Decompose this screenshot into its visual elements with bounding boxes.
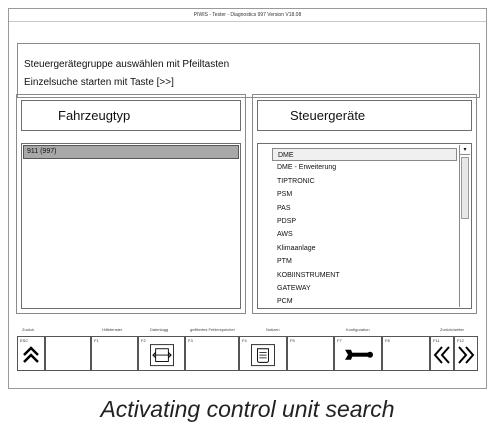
- vehicle-type-panel: Fahrzeugtyp 911 (997): [16, 94, 246, 314]
- double-chevron-up-icon: [23, 345, 39, 363]
- f6-key-number: F7: [337, 338, 342, 343]
- f1-key-label: Hilfefenster: [102, 327, 123, 332]
- instruction-line-search: Einzelsuche starten mit Taste [>>]: [24, 77, 174, 88]
- f3-key-button[interactable]: F3: [185, 336, 239, 371]
- control-unit-item[interactable]: PCM: [277, 298, 293, 306]
- scroll-thumb[interactable]: [461, 157, 469, 219]
- control-unit-item[interactable]: DME: [272, 148, 457, 162]
- control-unit-items: DME DME - Erweiterung TIPTRONIC PSM PAS …: [272, 144, 457, 308]
- double-chevron-right-icon: [458, 345, 475, 364]
- f11-key-label: Zurück/weiter: [440, 327, 465, 332]
- f2-key-label: Datenlogg: [150, 327, 169, 332]
- function-key-bar: Zurück Hilfefenster Datenlogg gefilterte…: [8, 325, 487, 377]
- f8-key-button[interactable]: F8: [382, 336, 430, 371]
- control-unit-item[interactable]: DME - Erweiterung: [277, 164, 337, 172]
- esc-key-label: Zurück: [22, 327, 35, 332]
- control-unit-item[interactable]: TIPTRONIC: [277, 177, 315, 185]
- f4-notes-button[interactable]: F4: [239, 336, 287, 371]
- control-unit-header: Steuergeräte: [257, 100, 472, 131]
- f5-key-number: F5: [290, 338, 295, 343]
- control-unit-item[interactable]: KOBIINSTRUMENT: [277, 271, 340, 279]
- vehicle-type-list[interactable]: 911 (997): [21, 143, 241, 309]
- figure-caption: Activating control unit search: [100, 396, 395, 422]
- control-unit-item[interactable]: PDSP: [277, 217, 297, 225]
- control-unit-list[interactable]: DME DME - Erweiterung TIPTRONIC PSM PAS …: [257, 143, 472, 309]
- control-unit-item[interactable]: AWS: [277, 231, 293, 239]
- f2-datalog-button[interactable]: F2: [138, 336, 185, 371]
- f1-key-number: F1: [94, 338, 99, 343]
- window-title: PIWIS - Tester - Diagnostics 997 Version…: [9, 9, 486, 22]
- wrench-icon: [345, 349, 373, 360]
- datalog-transfer-icon: [149, 343, 174, 366]
- forward-search-button[interactable]: F12: [454, 336, 478, 371]
- f3-key-label: gefiltertes Fehlerspeicher: [190, 327, 235, 332]
- vehicle-type-header: Fahrzeugtyp: [21, 100, 241, 131]
- f7-key-label: Konfiguration: [346, 327, 370, 332]
- scroll-down-icon[interactable]: ▾: [460, 145, 470, 155]
- control-unit-panel: Steuergeräte DME DME - Erweiterung TIPTR…: [252, 94, 477, 314]
- vehicle-type-item[interactable]: 911 (997): [23, 145, 239, 159]
- control-unit-item[interactable]: Klimaanlage: [277, 244, 316, 252]
- back-button[interactable]: F11: [430, 336, 454, 371]
- f1-key-button[interactable]: F1: [91, 336, 138, 371]
- instruction-box: Steuergerätegruppe auswählen mit Pfeilta…: [17, 43, 480, 98]
- f5-key-label: Notizen: [266, 327, 280, 332]
- double-chevron-left-icon: [433, 345, 450, 364]
- f4-key-number: F4: [242, 338, 247, 343]
- f5-key-button[interactable]: F5: [287, 336, 334, 371]
- empty-key-button[interactable]: [45, 336, 91, 371]
- instruction-line-select: Steuergerätegruppe auswählen mit Pfeilta…: [24, 59, 230, 70]
- notes-scroll-icon: [251, 343, 275, 366]
- f6-config-button[interactable]: F7: [334, 336, 382, 371]
- f12-key-number: F12: [457, 338, 464, 343]
- control-unit-item[interactable]: PTM: [277, 258, 292, 266]
- control-unit-item[interactable]: GATEWAY: [277, 284, 311, 292]
- f11-key-number: F11: [433, 338, 440, 343]
- f3-key-number: F3: [188, 338, 193, 343]
- control-unit-item[interactable]: PAS: [277, 204, 291, 212]
- control-unit-item[interactable]: PSM: [277, 191, 293, 199]
- f8-key-number: F8: [385, 338, 390, 343]
- esc-key-number: ESC: [20, 338, 29, 343]
- control-unit-scrollbar[interactable]: ▾: [459, 145, 470, 307]
- esc-up-button[interactable]: ESC: [17, 336, 45, 371]
- f2-key-number: F2: [141, 338, 146, 343]
